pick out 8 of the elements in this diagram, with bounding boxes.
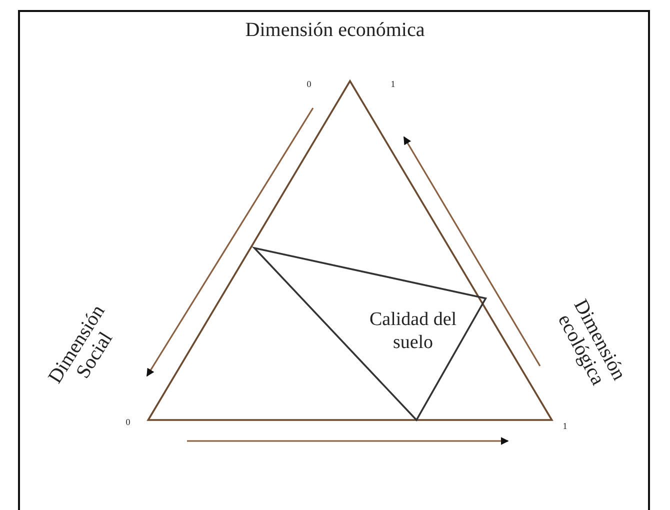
axis-title: Dimensión económica bbox=[245, 20, 425, 41]
outer-triangle bbox=[147, 80, 553, 421]
scale-value: 1 bbox=[390, 80, 396, 90]
scale-value: 0 bbox=[126, 418, 130, 428]
triangle-label: Calidad del suelo bbox=[368, 309, 458, 355]
scale-value: 0 bbox=[306, 80, 312, 90]
inner-triangle bbox=[253, 247, 487, 421]
scale-value: 1 bbox=[562, 422, 568, 432]
